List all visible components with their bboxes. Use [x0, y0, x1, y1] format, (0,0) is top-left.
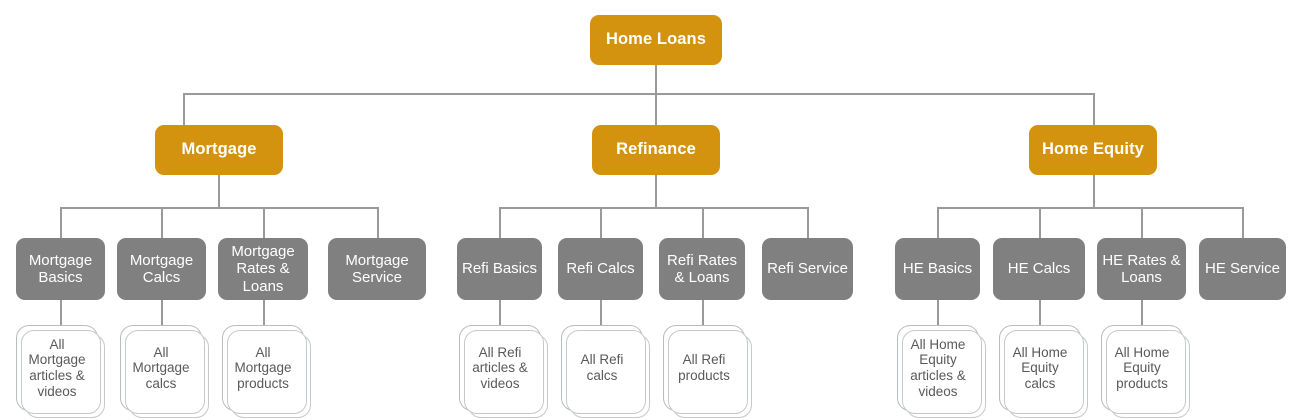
connector-drop-refi-rates	[702, 207, 704, 238]
node-label: Mortgage	[181, 140, 257, 159]
connector-drop-he-rates	[1141, 207, 1143, 238]
connector-drop-refinance	[655, 93, 657, 125]
leaf-label: All Home Equity products	[1114, 344, 1170, 391]
leaf-all-mortgage-calcs[interactable]: All Mortgage calcs	[120, 325, 209, 418]
leaf-label: All Refi products	[678, 352, 730, 383]
leaf-all-home-equity-products[interactable]: All Home Equity products	[1101, 325, 1190, 418]
leaf-label: All Refi articles & videos	[472, 344, 528, 391]
leaf-label: All Home Equity calcs	[1012, 344, 1068, 391]
node-refinance[interactable]: Refinance	[592, 125, 720, 175]
node-he-rates-loans[interactable]: HE Rates & Loans	[1097, 238, 1186, 300]
connector-level2-bus	[183, 93, 1095, 95]
connector-drop-he-calcs	[1039, 207, 1041, 238]
node-label: Home Loans	[605, 30, 707, 49]
connector-drop-refi-basics	[499, 207, 501, 238]
node-label: Mortgage Calcs	[129, 251, 194, 286]
leaf-label: All Mortgage calcs	[132, 344, 190, 391]
leaf-all-home-equity-articles-videos[interactable]: All Home Equity articles & videos	[897, 325, 986, 418]
connector-drop-refi-calcs	[600, 207, 602, 238]
connector-drop-he-basics	[937, 207, 939, 238]
connector-drop-mortgage-rates	[263, 207, 265, 238]
connector-leaf-he-calcs	[1039, 300, 1041, 326]
leaf-all-home-equity-calcs[interactable]: All Home Equity calcs	[999, 325, 1088, 418]
node-label: HE Rates & Loans	[1102, 251, 1181, 286]
node-mortgage[interactable]: Mortgage	[155, 125, 283, 175]
node-label: Mortgage Rates & Loans	[231, 242, 295, 295]
leaf-label: All Mortgage products	[234, 344, 292, 391]
node-label: Refinance	[616, 140, 696, 159]
leaf-label: All Refi calcs	[580, 352, 624, 383]
connector-leaf-refi-products	[702, 300, 704, 326]
connector-leaf-mortgage-calcs	[161, 300, 163, 326]
connector-mortgage-stem	[218, 175, 220, 208]
leaf-all-refi-products[interactable]: All Refi products	[663, 325, 752, 418]
connector-refinance-stem	[655, 175, 657, 208]
leaf-all-refi-calcs[interactable]: All Refi calcs	[561, 325, 650, 418]
connector-drop-home-equity	[1093, 93, 1095, 125]
connector-leaf-he-articles	[937, 300, 939, 326]
connector-drop-mortgage	[183, 93, 185, 125]
node-label: HE Basics	[902, 260, 973, 278]
connector-leaf-mortgage-products	[263, 300, 265, 326]
connector-home-equity-stem	[1093, 175, 1095, 208]
node-label: Refi Calcs	[566, 260, 635, 278]
leaf-label: All Mortgage articles & videos	[28, 336, 86, 399]
connector-leaf-refi-articles	[499, 300, 501, 326]
node-mortgage-service[interactable]: Mortgage Service	[328, 238, 426, 300]
node-label: Refi Rates & Loans	[666, 251, 738, 286]
connector-drop-mortgage-basics	[60, 207, 62, 238]
connector-root-stem	[655, 65, 657, 94]
node-he-service[interactable]: HE Service	[1199, 238, 1286, 300]
connector-leaf-he-products	[1141, 300, 1143, 326]
leaf-label: All Home Equity articles & videos	[910, 336, 966, 399]
node-refi-calcs[interactable]: Refi Calcs	[558, 238, 643, 300]
connector-leaf-refi-calcs	[600, 300, 602, 326]
leaf-all-mortgage-articles-videos[interactable]: All Mortgage articles & videos	[16, 325, 105, 418]
connector-home-equity-bus	[937, 207, 1244, 209]
connector-leaf-mortgage-articles	[60, 300, 62, 326]
node-refi-basics[interactable]: Refi Basics	[457, 238, 542, 300]
node-label: HE Service	[1204, 260, 1281, 278]
connector-mortgage-bus	[60, 207, 379, 209]
connector-drop-mortgage-calcs	[161, 207, 163, 238]
connector-refinance-bus	[499, 207, 809, 209]
node-home-loans[interactable]: Home Loans	[590, 15, 722, 65]
node-label: Refi Basics	[461, 260, 538, 278]
node-refi-rates-loans[interactable]: Refi Rates & Loans	[659, 238, 745, 300]
node-label: Home Equity	[1042, 140, 1144, 159]
node-he-basics[interactable]: HE Basics	[895, 238, 980, 300]
node-label: HE Calcs	[1007, 260, 1071, 278]
leaf-all-refi-articles-videos[interactable]: All Refi articles & videos	[459, 325, 548, 418]
connector-drop-he-service	[1242, 207, 1244, 238]
leaf-all-mortgage-products[interactable]: All Mortgage products	[222, 325, 311, 418]
connector-drop-mortgage-service	[377, 207, 379, 238]
node-label: Refi Service	[767, 260, 848, 278]
node-label: Mortgage Basics	[28, 251, 93, 286]
node-label: Mortgage Service	[345, 251, 409, 286]
node-mortgage-basics[interactable]: Mortgage Basics	[16, 238, 105, 300]
node-mortgage-calcs[interactable]: Mortgage Calcs	[117, 238, 206, 300]
node-mortgage-rates-loans[interactable]: Mortgage Rates & Loans	[218, 238, 308, 300]
node-home-equity[interactable]: Home Equity	[1029, 125, 1157, 175]
node-he-calcs[interactable]: HE Calcs	[993, 238, 1085, 300]
connector-drop-refi-service	[807, 207, 809, 238]
node-refi-service[interactable]: Refi Service	[762, 238, 853, 300]
